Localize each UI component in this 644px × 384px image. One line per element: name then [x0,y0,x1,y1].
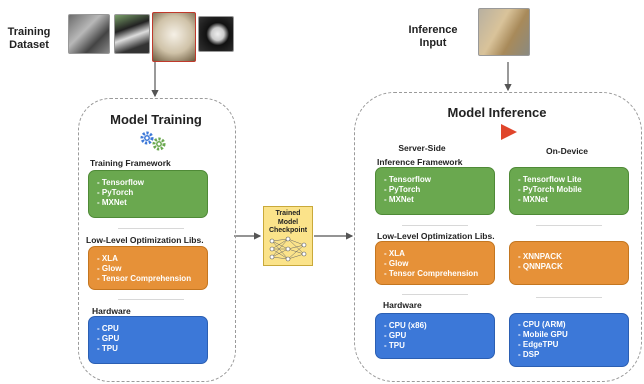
divider [536,225,602,226]
training-hardware-item: - TPU [97,344,118,353]
gears-icon [140,131,166,151]
training-framework-item: - PyTorch [97,188,134,197]
divider [118,299,184,300]
training-optimization-item: - Glow [97,264,122,273]
device-hardware-item: - DSP [518,350,540,359]
divider [402,294,468,295]
training-hardware-item: - GPU [97,334,120,343]
server-framework-item: - PyTorch [384,185,421,194]
training-optimization-card: - XLA - Glow - Tensor Comprehension [88,246,208,290]
play-icon [501,124,517,140]
model-training-title: Model Training [110,112,202,127]
dataset-photo-dog-white [152,12,196,62]
trained-model-checkpoint: Trained Model Checkpoint [263,206,313,266]
server-framework-item: - MXNet [384,195,414,204]
training-hardware-label: Hardware [92,306,131,316]
training-dataset-label: Training Dataset [4,26,54,52]
training-framework-label: Training Framework [90,158,171,168]
device-optimization-item: - QNNPACK [518,262,563,271]
device-optimization-item: - XNNPACK [518,252,562,261]
server-framework-card: - Tensorflow - PyTorch - MXNet [375,167,495,215]
server-hardware-item: - GPU [384,331,407,340]
server-optimization-item: - Tensor Comprehension [384,269,479,278]
inference-hardware-label: Hardware [383,300,422,310]
inference-optimization-label: Low-Level Optimization Libs. [377,231,495,241]
divider [536,297,602,298]
device-hardware-item: - Mobile GPU [518,330,568,339]
training-hardware-card: - CPU - GPU - TPU [88,316,208,364]
dataset-photo-dog-black [114,14,150,54]
model-inference-title: Model Inference [447,105,547,120]
training-optimization-item: - XLA [97,254,118,263]
checkpoint-label: Trained Model Checkpoint [268,210,308,234]
training-hardware-item: - CPU [97,324,119,333]
model-inference-panel [354,92,642,382]
device-hardware-card: - CPU (ARM) - Mobile GPU - EdgeTPU - DSP [509,313,629,367]
server-hardware-card: - CPU (x86) - GPU - TPU [375,313,495,359]
divider [402,225,468,226]
device-framework-item: - MXNet [518,195,548,204]
server-framework-item: - Tensorflow [384,175,431,184]
device-hardware-item: - CPU (ARM) [518,320,566,329]
inference-photo-dog [478,8,530,56]
inference-framework-label: Inference Framework [377,157,463,167]
inference-input-label: Inference Input [398,24,468,50]
training-framework-item: - Tensorflow [97,178,144,187]
device-framework-item: - Tensorflow Lite [518,175,582,184]
training-optimization-item: - Tensor Comprehension [97,274,192,283]
inference-input-label-text: Inference Input [408,24,458,49]
device-framework-item: - PyTorch Mobile [518,185,582,194]
neural-network-icon [269,236,307,261]
server-side-heading: Server-Side [398,143,446,153]
device-optimization-card: - XNNPACK - QNNPACK [509,241,629,285]
server-hardware-item: - TPU [384,341,405,350]
training-optimization-label: Low-Level Optimization Libs. [86,235,204,245]
server-optimization-item: - Glow [384,259,409,268]
device-hardware-item: - EdgeTPU [518,340,559,349]
divider [118,228,184,229]
model-training-panel [78,98,236,382]
device-framework-card: - Tensorflow Lite - PyTorch Mobile - MXN… [509,167,629,215]
server-hardware-item: - CPU (x86) [384,321,427,330]
training-dataset-label-text: Training Dataset [7,26,51,51]
training-framework-item: - MXNet [97,198,127,207]
server-optimization-item: - XLA [384,249,405,258]
training-framework-card: - Tensorflow - PyTorch - MXNet [88,170,208,218]
dataset-photo-cat-bw [198,16,234,52]
on-device-heading: On-Device [545,146,589,156]
server-optimization-card: - XLA - Glow - Tensor Comprehension [375,241,495,285]
dataset-photo-cats [68,14,110,54]
